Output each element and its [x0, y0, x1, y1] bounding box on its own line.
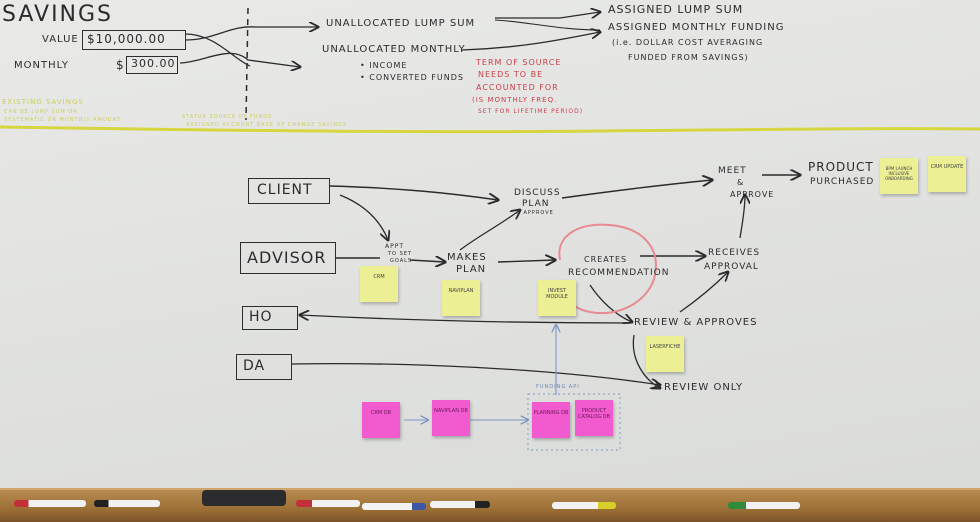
black-marker-left: [94, 500, 160, 507]
assigned-monthly-2: (i.e. DOLLAR COST AVERAGING: [612, 38, 764, 47]
unallocated-monthly: UNALLOCATED MONTHLY: [322, 44, 466, 55]
sticky-crm-update: CRM UPDATE: [928, 156, 966, 192]
receives-2: APPROVAL: [704, 262, 759, 272]
arrow-review-to-receives: [679, 272, 728, 313]
red-note-3: ACCOUNTED FOR: [476, 83, 559, 92]
discuss-1: DISCUSS: [514, 188, 561, 198]
yellow-note-3: SYSTEMATIC OR MONTHLY AMOUNT: [4, 117, 122, 123]
makes-plan-1: MAKES: [447, 252, 487, 263]
arrow-review-to-ho: [300, 315, 631, 324]
red-marker-mid: [296, 500, 360, 507]
red-marker-left: [14, 500, 86, 507]
black-marker-mid: [430, 501, 490, 508]
review-only-label: REVIEW ONLY: [664, 382, 744, 393]
arrow-plan-to-creates: [497, 260, 555, 262]
appt-2: TO SET: [388, 251, 412, 257]
da-label: DA: [243, 358, 266, 374]
makes-plan-2: PLAN: [456, 264, 487, 275]
value-amount: $10,000.00: [87, 32, 166, 46]
arrow-receives-to-meet: [739, 195, 745, 239]
arrow-monthly-to-unalloc: [179, 52, 300, 67]
product-1: PRODUCT: [808, 160, 874, 174]
appt-1: APPT: [385, 243, 405, 250]
blue-marker: [362, 503, 426, 510]
arrow-da-to-review-only: [291, 362, 660, 385]
arrow-monthly-to-assigned: [461, 32, 600, 51]
advisor-box: ADVISOR: [240, 242, 336, 274]
da-box: DA: [236, 354, 292, 380]
yellow-note-1: EXISTING SAVINGS: [2, 98, 84, 106]
assigned-monthly-1: ASSIGNED MONTHLY FUNDING: [608, 22, 785, 33]
ho-label: HO: [249, 309, 273, 325]
monthly-currency: $: [116, 58, 125, 72]
yellow-note-4: STATUS SOURCE OF FUNDS: [182, 114, 273, 120]
assigned-monthly-3: FUNDED FROM SAVINGS): [628, 53, 749, 62]
value-label: VALUE: [42, 34, 79, 45]
sticky-crm-db: CRM DB: [362, 402, 400, 438]
monthly-label: MONTHLY: [14, 60, 69, 71]
savings-title: SAVINGS: [2, 2, 114, 27]
arrow-review-down: [632, 334, 660, 388]
green-marker: [728, 502, 800, 509]
recommendation-label: RECOMMENDATION: [568, 268, 670, 278]
eraser: [202, 490, 286, 506]
yellow-note-2: CAN BE LUMP SUM OR: [4, 109, 78, 115]
arrow-lump-to-assigned: [495, 12, 600, 19]
bullet-income: • INCOME: [360, 61, 408, 70]
ho-box: HO: [242, 306, 298, 330]
bullet-converted: • CONVERTED FUNDS: [360, 73, 464, 82]
arrow-client-to-discuss: [329, 185, 498, 200]
funding-api-label: FUNDING API: [536, 384, 580, 390]
advisor-label: ADVISOR: [247, 248, 327, 267]
arrow-lump-to-assigned-monthly: [494, 19, 601, 31]
red-note-2: NEEDS TO BE: [478, 70, 544, 79]
discuss-2: PLAN: [522, 199, 550, 209]
dotted-db-group: [527, 393, 621, 451]
review-approve-label: REVIEW & APPROVES: [634, 317, 758, 328]
monthly-amount: 300.00: [131, 57, 176, 70]
sticky-laserfiche: LASERFICHE: [646, 336, 684, 372]
yellow-divider-line: [0, 125, 980, 134]
arrow-discuss-to-meet: [561, 180, 712, 199]
yellow-marker: [552, 502, 616, 509]
unallocated-lump: UNALLOCATED LUMP SUM: [326, 18, 476, 29]
receives-1: RECEIVES: [708, 248, 761, 258]
sticky-product-catalog: PRODUCT CATALOG DB: [575, 400, 613, 436]
arrow-client-to-appt: [339, 194, 388, 240]
arrow-plan-to-discuss: [459, 210, 520, 251]
yellow-note-5: ASSIGNED ACCOUNT BASE OF CHANGE SAVINGS: [186, 122, 348, 128]
sticky-naviplan-db: NAVIPLAN DB: [432, 400, 470, 436]
sticky-naviplan: NAVIPLAN: [442, 280, 480, 316]
sticky-planning-db: PLANNING DB: [532, 402, 570, 438]
appt-3: GOALS: [390, 258, 413, 264]
red-note-1: TERM OF SOURCE: [476, 58, 562, 67]
client-label: CLIENT: [257, 182, 313, 198]
assigned-lump: ASSIGNED LUMP SUM: [608, 3, 744, 16]
meet-3: APPROVE: [730, 190, 775, 199]
pink-loop: [558, 223, 657, 315]
monthly-box: 300.00: [126, 56, 178, 74]
sticky-invest-module: INVEST MODULE: [538, 280, 576, 316]
discuss-3: & APPROVE: [516, 210, 554, 216]
sticky-bpm: BPM LAUNCH INCLUSIVE ONBOARDING: [880, 158, 918, 194]
arrow-appt-to-plan: [409, 260, 445, 262]
red-note-4: (IS MONTHLY FREQ.: [472, 96, 558, 104]
arrow-recommendation-to-review: [589, 284, 632, 322]
product-2: PURCHASED: [810, 177, 875, 187]
meet-1: MEET: [718, 166, 747, 176]
value-box: $10,000.00: [82, 30, 186, 50]
sticky-crm: CRM: [360, 266, 398, 302]
meet-2: &: [737, 178, 745, 187]
red-note-5: SET FOR LIFETIME PERIOD): [478, 108, 584, 115]
marker-tray: [0, 488, 980, 522]
arrow-value-to-lump: [184, 27, 318, 41]
arrow-crossing: [184, 33, 251, 67]
creates-label: CREATES: [584, 255, 628, 264]
client-box: CLIENT: [248, 178, 330, 204]
